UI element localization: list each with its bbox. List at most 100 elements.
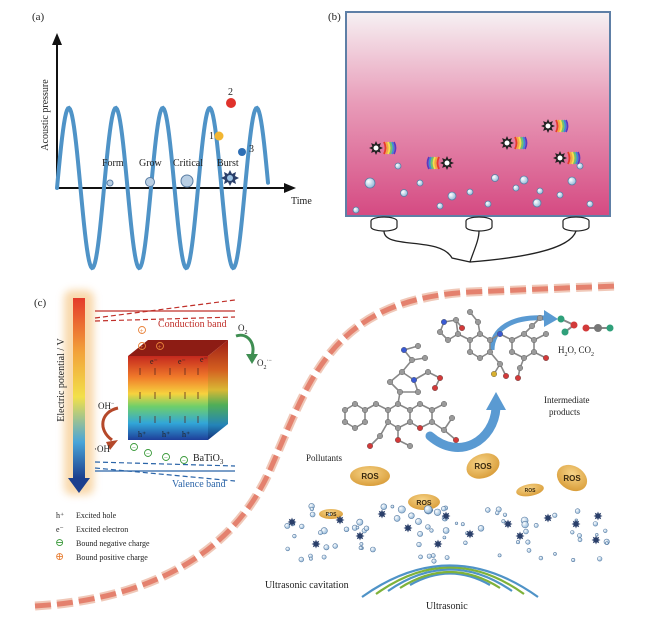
shockwave-arc: [434, 156, 438, 170]
atom: [415, 389, 422, 396]
atom: [455, 331, 462, 338]
shockwave-arc: [389, 141, 393, 155]
cavitation-bubble: [577, 537, 583, 543]
atom: [467, 349, 474, 356]
legend-electron: Excited electron: [76, 525, 128, 534]
cavitation-label: Ultrasonic cavitation: [265, 580, 349, 591]
shockwave-arc: [573, 151, 577, 165]
atom: [477, 355, 484, 362]
cavitation-bubble: [574, 508, 581, 514]
svg-text:ROS: ROS: [474, 462, 492, 471]
cavitation-bubble: [426, 553, 432, 559]
material-label: BaTiO3: [193, 453, 224, 466]
atom: [395, 437, 402, 444]
burst-icon: [221, 170, 239, 186]
oh-minus-label: OH−: [98, 401, 115, 411]
bubble-grow: [145, 177, 155, 187]
atom: [509, 349, 516, 356]
svg-text:−: −: [146, 450, 150, 458]
burst-core: [545, 123, 551, 129]
svg-text:ROS: ROS: [525, 488, 537, 494]
point-3-marker: [238, 148, 246, 156]
atom: [409, 357, 416, 364]
atom: [362, 407, 369, 414]
tank-bubble: [400, 189, 408, 197]
ros-particles: ROS ROS ROS ROS ROS ROS: [319, 453, 588, 519]
svg-text:+: +: [140, 327, 144, 335]
tank-bubble: [364, 177, 376, 189]
cavitation-bubble: [284, 523, 291, 529]
tank-bubbles: [352, 162, 594, 214]
ultrasonic-waves: [361, 564, 539, 598]
point-1-label: 1: [209, 131, 214, 142]
c-y-axis-label: Electric potential / V: [56, 338, 67, 422]
cavitation-bubble: [441, 506, 447, 512]
ros-4: [408, 494, 440, 510]
cavitation-bubble: [390, 504, 395, 509]
atom: [515, 375, 522, 382]
cavitation-bubble: [431, 558, 437, 564]
cavitation-bubble: [430, 553, 436, 558]
cavitation-bubble: [433, 508, 442, 516]
shockwave-arc: [385, 141, 389, 155]
cavitation-bubble: [444, 555, 450, 560]
cavitation-bubble: [309, 506, 315, 512]
o2-reaction-arrow: [235, 333, 255, 357]
legend-symbol-positive: ⊕: [55, 551, 64, 563]
tank-bubble: [512, 184, 520, 192]
atom: [529, 323, 536, 330]
svg-text:e⁻: e⁻: [200, 355, 208, 364]
atom: [441, 427, 448, 434]
tank-bubble: [491, 174, 499, 182]
cavitation-bubble: [363, 525, 370, 531]
stage-critical: Critical: [173, 158, 203, 169]
atom: [407, 443, 414, 450]
cavitation-bubble: [577, 533, 582, 538]
cavitation-bubble: [380, 503, 387, 510]
tank-bubble: [519, 175, 529, 185]
cavitation-bubble: [308, 556, 313, 561]
atom: [432, 385, 439, 392]
shockwave-arc: [428, 156, 432, 170]
cavitation-burst: [377, 509, 387, 519]
svg-text:ROS: ROS: [563, 474, 581, 483]
cavitation-burst: [465, 529, 475, 539]
cavitation-bubble: [525, 539, 531, 545]
svg-text:ROS: ROS: [361, 472, 379, 481]
shockwave-arc: [393, 141, 397, 155]
stage-form: Form: [102, 158, 124, 169]
cavitation-burst: [515, 531, 525, 541]
pollutant-molecule: [342, 343, 460, 450]
panel-b-label: (b): [328, 11, 341, 23]
svg-text:−: −: [132, 444, 136, 452]
legend-symbol-electron: e⁻: [56, 525, 64, 534]
cavitation-bubble: [497, 553, 502, 558]
pollutants-label: Pollutants: [306, 453, 343, 463]
shockwave-arc: [575, 151, 579, 165]
cavitation-bubble: [502, 512, 508, 517]
products-label: H2O, CO2: [558, 345, 594, 358]
cavitation-bubble: [299, 523, 305, 530]
atom: [503, 373, 510, 380]
shockwave-arc: [518, 136, 522, 150]
vb-dashed-top: [94, 461, 236, 467]
atom: [449, 415, 456, 422]
tank-bubble: [416, 179, 424, 187]
shockwave-arc: [383, 141, 387, 155]
dashed-curve: [34, 283, 619, 609]
cavitation-bubble: [603, 528, 608, 533]
legend: h⁺ Excited hole e⁻ Excited electron ⊖ Bo…: [55, 511, 150, 563]
atom: [342, 407, 349, 414]
cavitation-bubble: [442, 535, 447, 540]
atom: [467, 337, 474, 344]
oh-reaction-arrow: [101, 406, 119, 442]
atom: [422, 355, 429, 362]
stage-burst: Burst: [217, 158, 239, 169]
bubble-form: [106, 179, 114, 187]
shockwave-arc: [391, 141, 395, 155]
ros-5: [516, 483, 544, 497]
atom: [385, 419, 392, 426]
cavitation-bubble: [463, 540, 468, 545]
atom: [415, 343, 422, 350]
